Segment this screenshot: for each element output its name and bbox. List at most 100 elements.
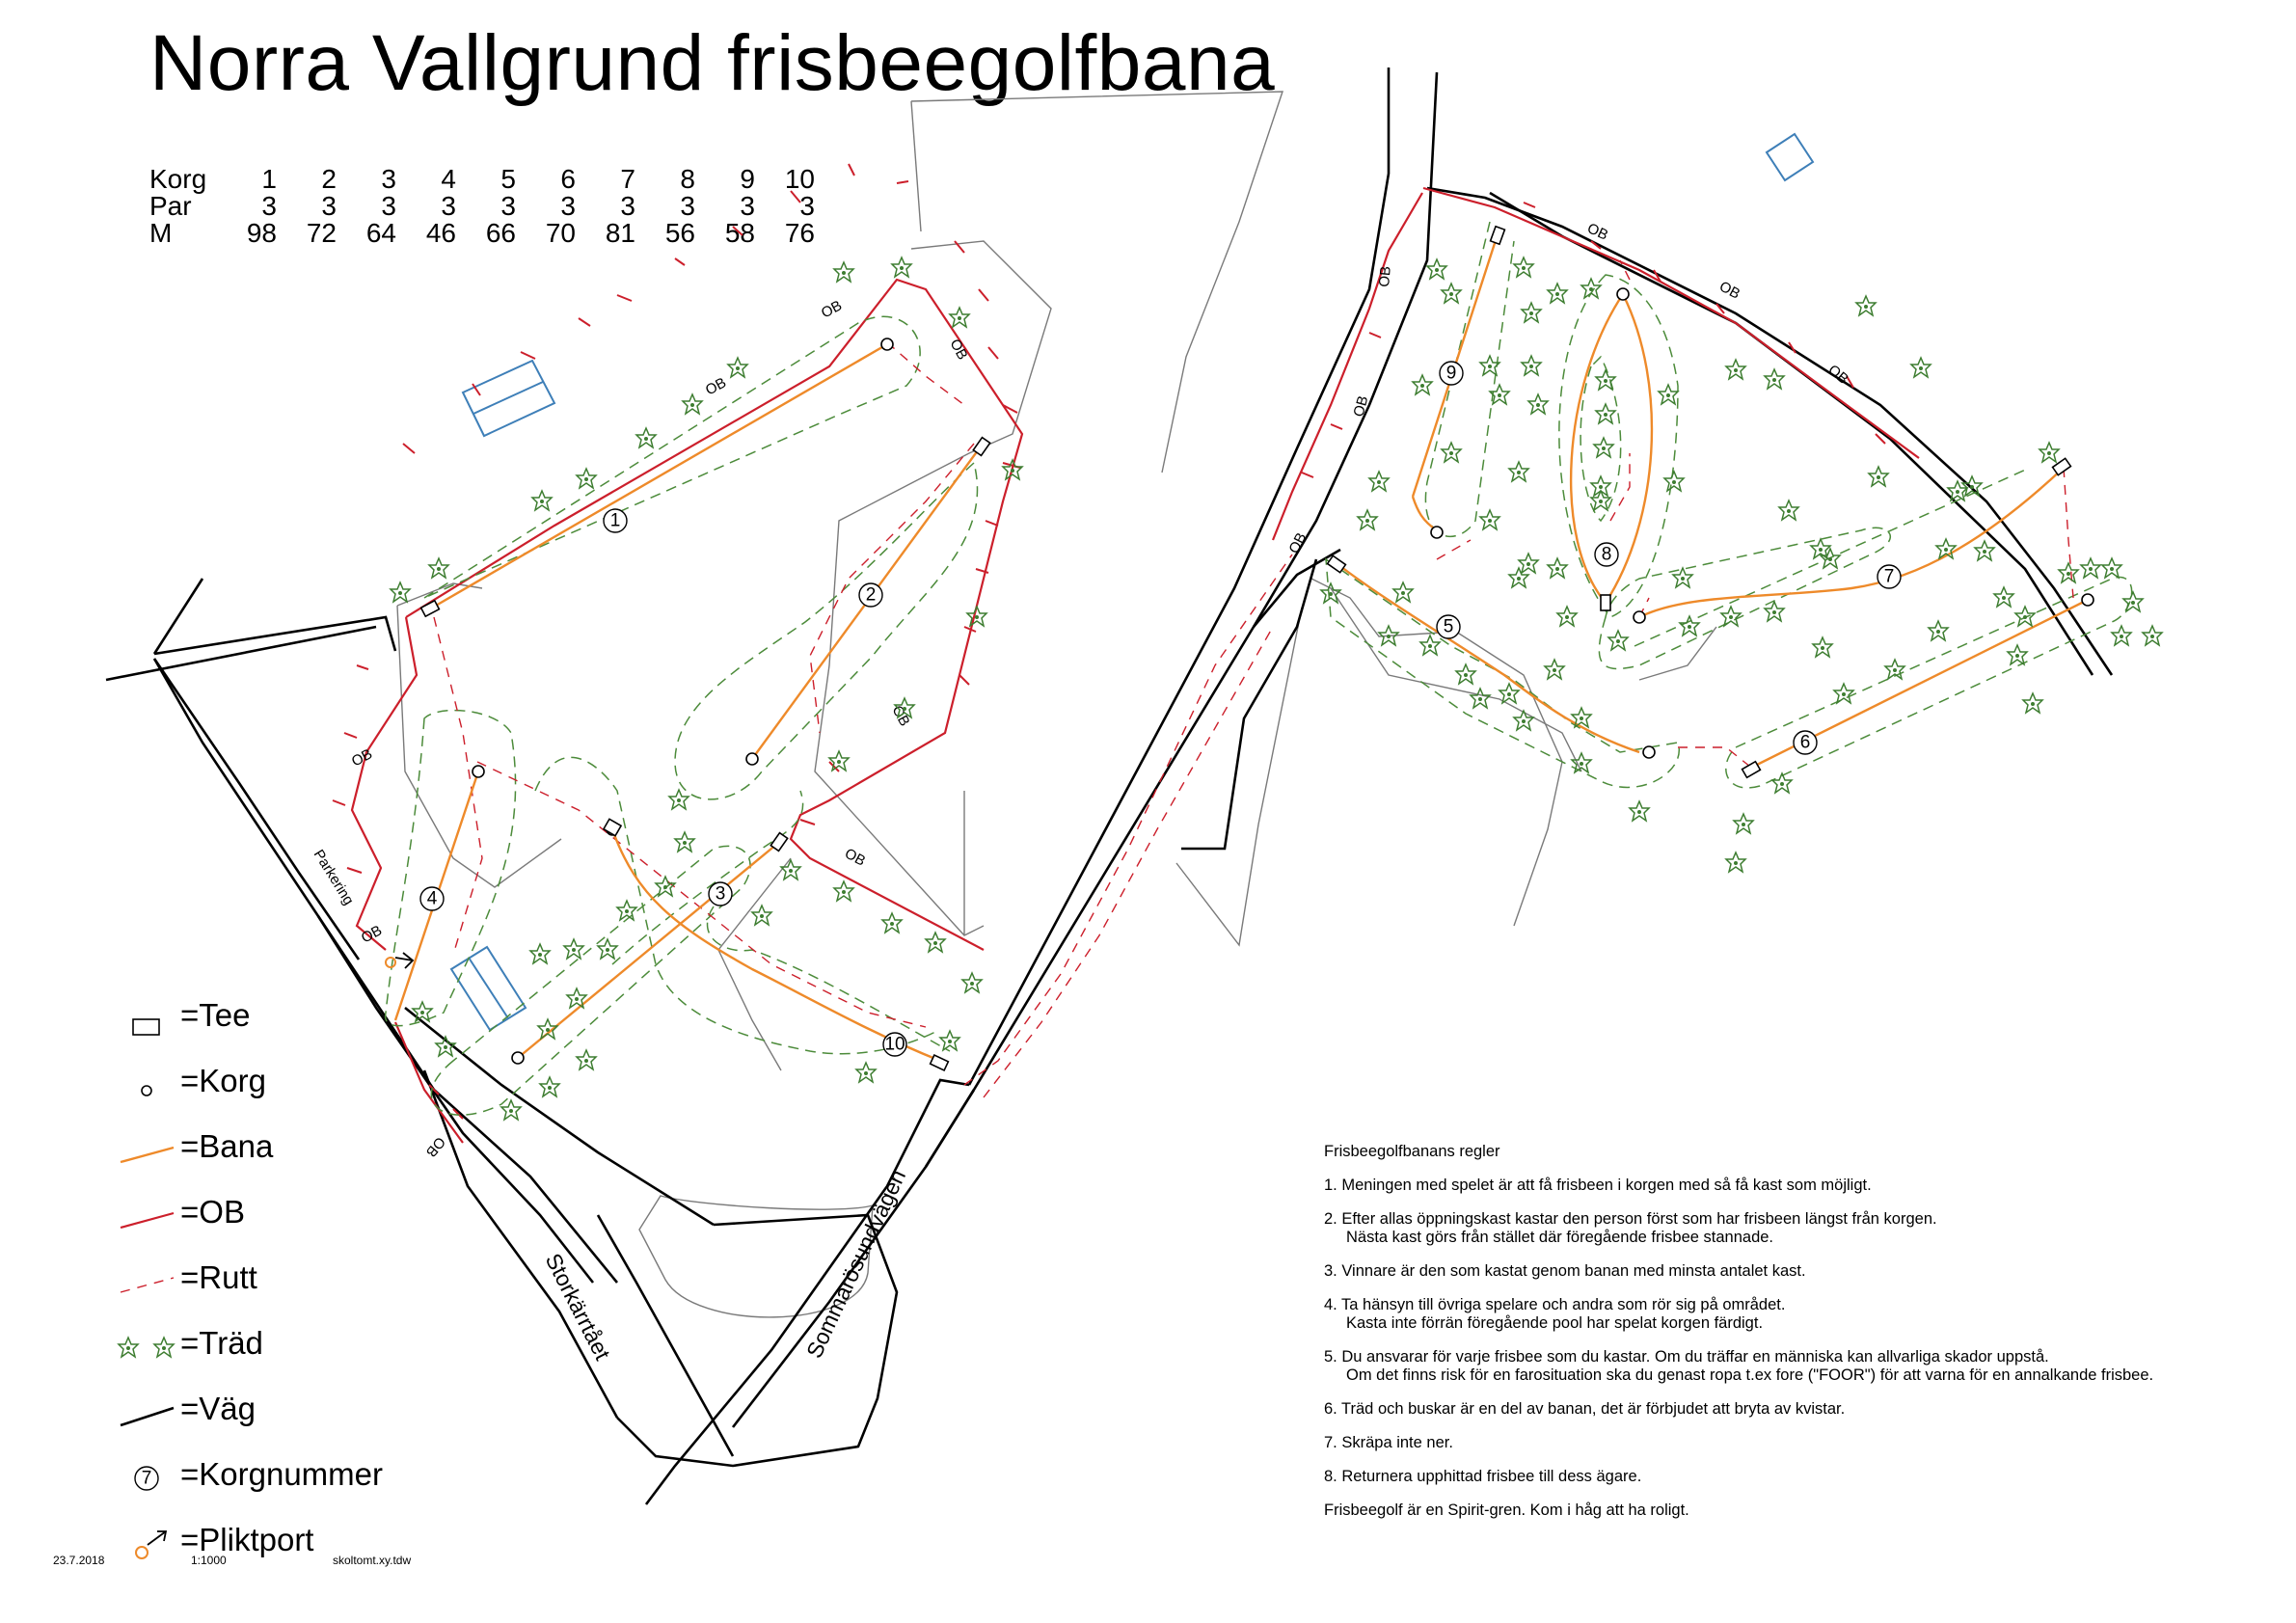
ob-label: OB (703, 374, 729, 398)
legend-label: =Korg (180, 1063, 266, 1098)
rule-item-8: 8. Returnera upphittad frisbee till dess… (1324, 1468, 1642, 1485)
svg-text:8: 8 (1602, 545, 1612, 565)
penalty-gate-icon (135, 1546, 149, 1559)
cell: 3 (321, 191, 337, 221)
hole-number-10: 10 (882, 1032, 907, 1057)
rule-item-2: 2. Efter allas öppningskast kastar den p… (1324, 1210, 1937, 1246)
hole-number-7: 7 (1877, 564, 1902, 589)
cell: 81 (605, 218, 635, 248)
cell: 3 (500, 191, 516, 221)
rules-panel: Frisbeegolfbanans regler 1. Meningen med… (1324, 1143, 2279, 1535)
hole-number-5: 5 (1436, 614, 1461, 639)
ob-line-icon (120, 1211, 175, 1230)
legend-item-trad: =Träd (121, 1321, 448, 1369)
ob-label: OB (359, 922, 385, 946)
rule-item-7: 7. Skräpa inte ner. (1324, 1434, 1453, 1451)
ob-label: OB (1716, 279, 1742, 303)
footer-scale: 1:1000 (191, 1554, 227, 1567)
hole-number-2: 2 (858, 582, 883, 608)
hole-number-6: 6 (1793, 730, 1818, 755)
route-path (433, 259, 2074, 1098)
cell: 5 (500, 164, 516, 194)
rule-item-1: 1. Meningen med spelet är att få frisbee… (1324, 1177, 1872, 1194)
property-lines (396, 91, 1717, 1318)
legend-item-korg: =Korg (121, 1059, 448, 1107)
cell: 56 (664, 218, 695, 248)
rule-item-6: 6. Träd och buskar är en del av banan, d… (1324, 1400, 1846, 1418)
hole-number-icon: 7 (134, 1466, 159, 1491)
cell: 76 (784, 218, 815, 248)
cell: 3 (560, 191, 576, 221)
legend-item-ob: =OB (121, 1190, 448, 1238)
road-label-sommarosundvagen: Sommarösundvägen (801, 1166, 910, 1362)
svg-text:3: 3 (716, 884, 726, 905)
road-labels: Storkärrtået Sommarösundvägen (541, 1166, 911, 1365)
rules-heading: Frisbeegolfbanans regler (1324, 1143, 1500, 1160)
cell: 70 (545, 218, 576, 248)
cell: 64 (365, 218, 396, 248)
ob-label: OB (349, 745, 375, 770)
hole-number-4: 4 (419, 886, 445, 911)
footer-date: 23.7.2018 (53, 1554, 105, 1567)
ob-label: OB (819, 297, 845, 321)
svg-text:10: 10 (884, 1035, 905, 1055)
cell: 1 (261, 164, 277, 194)
legend-item-korgnummer: =Korgnummer (121, 1452, 448, 1501)
row-header: M (149, 218, 173, 248)
tee-icon (132, 1018, 160, 1036)
cell: 3 (261, 191, 277, 221)
legend-label: =Väg (180, 1391, 256, 1426)
cell: 46 (425, 218, 456, 248)
cell: 72 (306, 218, 337, 248)
hole-number-9: 9 (1439, 361, 1464, 386)
svg-text:7: 7 (142, 1469, 152, 1489)
road-line-icon (120, 1406, 175, 1427)
ob-label: OB (842, 846, 868, 870)
svg-text:4: 4 (427, 889, 438, 909)
legend-item-tee: =Tee (121, 993, 448, 1041)
ob-lines (332, 163, 1920, 1144)
cell: 7 (620, 164, 635, 194)
roads (105, 68, 2114, 1505)
cell: 3 (381, 164, 396, 194)
tees (419, 225, 2072, 1071)
rule-item-4: 4. Ta hänsyn till övriga spelare och and… (1324, 1296, 1786, 1332)
legend-label: =Korgnummer (180, 1456, 384, 1492)
cell: 2 (321, 164, 337, 194)
cell: 98 (246, 218, 277, 248)
fairways (393, 233, 2089, 1063)
legend-label: =Pliktport (180, 1522, 314, 1557)
penalty-gate (385, 952, 415, 969)
fairway-line-icon (120, 1146, 175, 1164)
legend-item-vag: =Väg (121, 1387, 448, 1435)
cell: 3 (799, 191, 815, 221)
hole-number-1: 1 (603, 508, 628, 533)
cell: 66 (485, 218, 516, 248)
basket-icon (141, 1085, 152, 1096)
legend-symbols: 7 (118, 1018, 175, 1559)
trees (390, 257, 2163, 1121)
cell: 3 (381, 191, 396, 221)
rules-closing: Frisbeegolf är en Spirit-gren. Kom i håg… (1324, 1501, 1689, 1519)
svg-text:6: 6 (1800, 733, 1811, 753)
row-header: Korg (149, 164, 207, 194)
ob-label: OB (1376, 265, 1394, 287)
cell: 3 (680, 191, 695, 221)
hole-number-8: 8 (1594, 542, 1619, 567)
cell: 3 (740, 191, 755, 221)
hole-numbers: 1 2 3 4 5 6 7 8 9 10 (419, 361, 1902, 1057)
footer-filename: skoltomt.xy.tdw (333, 1554, 412, 1567)
row-header: Par (149, 191, 192, 221)
legend-item-pliktport: =Pliktport (121, 1518, 448, 1566)
svg-text:1: 1 (610, 511, 621, 531)
ob-label: OB (1350, 394, 1371, 419)
ob-labels: OB OB OB OB OB OB OB OB OB OB OB OB OB O… (311, 220, 1851, 1160)
rule-item-3: 3. Vinnare är den som kastat genom banan… (1324, 1262, 1806, 1280)
cell: 10 (784, 164, 815, 194)
cell: 3 (441, 191, 456, 221)
svg-text:2: 2 (866, 585, 877, 606)
rule-item-5: 5. Du ansvarar för varje frisbee som du … (1324, 1348, 2154, 1384)
